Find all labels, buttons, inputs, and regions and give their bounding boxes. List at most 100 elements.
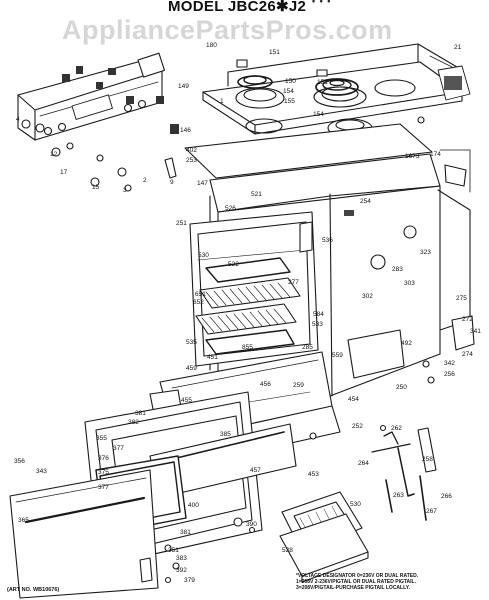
callout-c147: 147 xyxy=(197,180,208,187)
callout-c272: 272 xyxy=(462,316,473,323)
callout-c365: 365 xyxy=(18,517,29,524)
callout-c21: 21 xyxy=(454,44,462,51)
callout-c274: 274 xyxy=(462,351,473,358)
callout-c375: 375 xyxy=(98,469,109,476)
callout-c155: 155 xyxy=(284,98,295,105)
callout-c146: 146 xyxy=(180,127,191,134)
callout-c377b: 377 xyxy=(98,484,109,491)
callout-c381b: 381 xyxy=(180,529,191,536)
callout-c264: 264 xyxy=(358,460,369,467)
callout-c521: 521 xyxy=(251,191,262,198)
callout-c456: 456 xyxy=(260,381,271,388)
callout-c15: 15 xyxy=(92,184,100,191)
callout-c382: 382 xyxy=(128,419,139,426)
callout-c154b: 154 xyxy=(313,111,324,118)
callout-c277: 277 xyxy=(288,279,299,286)
callout-c174: 174 xyxy=(430,151,441,158)
callout-c285: 285 xyxy=(302,344,313,351)
callout-c267: 267 xyxy=(426,508,437,515)
callout-c151a: 151 xyxy=(269,49,280,56)
callout-c584: 584 xyxy=(313,311,324,318)
callout-c385: 385 xyxy=(220,431,231,438)
callout-c253: 253 xyxy=(186,157,197,164)
note-line: *VOLTAGE DESIGNATOR 0=236V OR DUAL RATED… xyxy=(296,573,419,579)
callout-c559: 559 xyxy=(332,352,343,359)
control-panel xyxy=(17,52,179,192)
callout-c250: 250 xyxy=(396,384,407,391)
callout-c266: 266 xyxy=(441,493,452,500)
hinge-parts xyxy=(371,424,437,521)
callout-c652: 652 xyxy=(193,299,204,306)
callout-c522: 522 xyxy=(228,261,239,268)
page-title: MODEL JBC26✱J2 xyxy=(168,0,307,15)
callout-c376: 376 xyxy=(98,455,109,462)
callout-c402: 402 xyxy=(186,147,197,154)
callout-c150: 150 xyxy=(285,78,296,85)
callout-c377: 377 xyxy=(113,445,124,452)
callout-c451: 451 xyxy=(207,354,218,361)
broiler-pan xyxy=(279,491,369,583)
callout-c454: 454 xyxy=(348,396,359,403)
callout-c258: 258 xyxy=(422,456,433,463)
callout-c453: 453 xyxy=(308,471,319,478)
callout-c9: 9 xyxy=(170,179,174,186)
callout-c855: 855 xyxy=(242,344,253,351)
callout-c535: 535 xyxy=(186,339,197,346)
callout-c263: 263 xyxy=(393,492,404,499)
callout-c342: 342 xyxy=(444,360,455,367)
callout-c252: 252 xyxy=(352,423,363,430)
callout-c526: 526 xyxy=(225,205,236,212)
note-line: 1=208V 2-236V/PIGTAIL OR DUAL RATED PIGT… xyxy=(296,578,416,585)
cooktop-assembly xyxy=(202,43,471,138)
callout-c17: 17 xyxy=(60,169,68,176)
callout-c12: 12 xyxy=(50,151,58,158)
callout-c459: 459 xyxy=(186,365,197,372)
callout-c381: 381 xyxy=(135,410,146,417)
title-continuation: • • • xyxy=(312,0,332,6)
callout-c303: 303 xyxy=(404,280,415,287)
note-line: 3=208V/PIGTAIL-PURCHASE PIGTAIL LOCALLY. xyxy=(296,584,410,591)
callout-c351: 351 xyxy=(168,547,179,554)
callout-c536: 536 xyxy=(322,237,333,244)
callout-c2: 2 xyxy=(143,177,147,184)
callout-c259: 259 xyxy=(293,382,304,389)
callout-c530: 530 xyxy=(198,252,209,259)
callout-c256: 256 xyxy=(444,371,455,378)
voltage-notes: *VOLTAGE DESIGNATOR 0=236V OR DUAL RATED… xyxy=(296,573,486,591)
callout-c355: 355 xyxy=(96,435,107,442)
callout-c343: 343 xyxy=(36,468,47,475)
callout-c3: 3 xyxy=(123,187,127,194)
callout-c323: 323 xyxy=(420,249,431,256)
oven-door xyxy=(9,391,297,599)
callout-c341: 341 xyxy=(470,328,481,335)
callout-c275: 275 xyxy=(456,295,467,302)
callout-c180: 180 xyxy=(206,42,217,49)
callout-c149: 149 xyxy=(178,83,189,90)
callout-c262: 262 xyxy=(391,425,402,432)
callout-c455: 455 xyxy=(181,397,192,404)
callout-c379: 379 xyxy=(184,577,195,584)
callout-c390: 390 xyxy=(246,521,257,528)
callout-c530b: 530 xyxy=(350,501,361,508)
callout-c383: 383 xyxy=(176,555,187,562)
callout-c533: 533 xyxy=(312,321,323,328)
callout-c400: 400 xyxy=(188,502,199,509)
callout-c283: 283 xyxy=(392,266,403,273)
callout-c302: 302 xyxy=(362,293,373,300)
callout-c1: 1 xyxy=(220,98,224,105)
watermark: AppliancePartsPros.com xyxy=(62,15,393,45)
oven-body xyxy=(184,123,475,397)
callout-c254: 254 xyxy=(360,198,371,205)
art-number: (ART NO. WB10676) xyxy=(7,587,60,593)
callout-c251: 251 xyxy=(176,220,187,227)
callout-c356: 356 xyxy=(14,458,25,465)
callout-c492: 492 xyxy=(401,340,412,347)
callout-c392: 392 xyxy=(176,567,187,574)
callout-c1673: 1673 xyxy=(405,153,420,160)
callout-c457: 457 xyxy=(250,467,261,474)
callout-c4: 4 xyxy=(16,116,20,123)
callout-c528: 528 xyxy=(282,547,293,554)
callout-c151b: 151 xyxy=(317,79,328,86)
